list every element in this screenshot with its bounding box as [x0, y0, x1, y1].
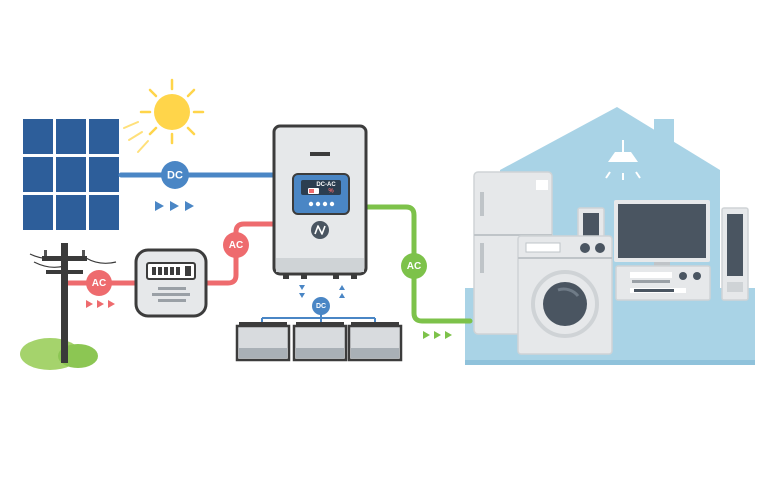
dc-label-solar: DC [161, 161, 189, 189]
washing-machine [517, 235, 613, 355]
inverter-percent-label: % [328, 189, 334, 195]
ac-label-meter-text: AC [229, 240, 243, 251]
ac-label-grid-text: AC [92, 278, 106, 289]
ac-label-house: AC [401, 253, 427, 279]
battery-flow-arrows [299, 285, 345, 298]
ac-house-flow-arrows [423, 331, 452, 339]
battery-bank [235, 322, 403, 362]
inverter-buttons [308, 201, 335, 207]
dc-label-solar-text: DC [167, 170, 183, 182]
battery-1 [235, 322, 291, 362]
ac-label-grid: AC [86, 270, 112, 296]
inverter-screen-label: DC-AC [316, 182, 336, 188]
utility-pole [20, 243, 117, 370]
battery-3 [347, 322, 403, 362]
dc-flow-arrows [155, 201, 194, 211]
dc-label-battery: DC [312, 297, 330, 315]
inverter: DC-AC % [272, 124, 368, 279]
ceiling-lamp-icon [605, 140, 641, 180]
dc-label-battery-text: DC [316, 303, 326, 310]
electric-meter [134, 248, 208, 318]
stereo-system [615, 265, 711, 301]
ac-label-meter: AC [223, 232, 249, 258]
sun-icon [123, 78, 205, 153]
ac-label-house-text: AC [407, 261, 421, 272]
solar-panel [21, 117, 121, 231]
battery-2 [292, 322, 348, 362]
television [614, 200, 710, 267]
ac-grid-flow-arrows [86, 300, 115, 308]
speaker-right [721, 207, 749, 301]
